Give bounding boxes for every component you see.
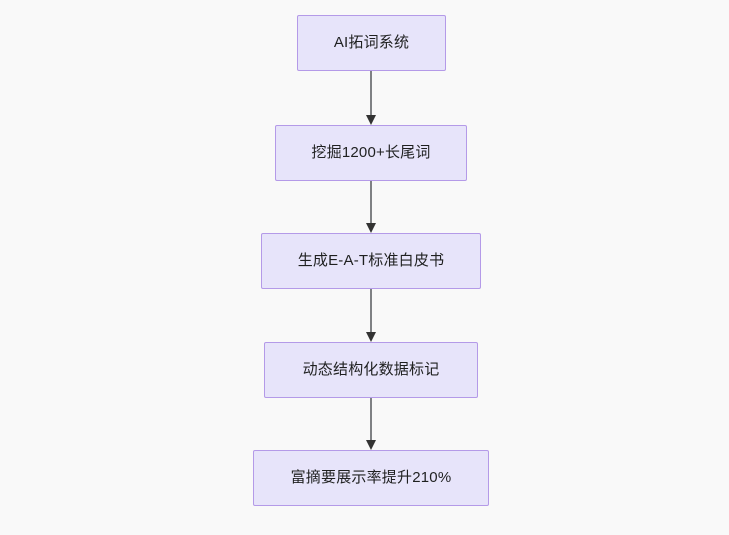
edge-node4-node5: [366, 396, 376, 450]
flow-node-label: AI拓词系统: [333, 34, 410, 52]
flow-node-rich-snippet-uplift[interactable]: 富摘要展示率提升210%: [253, 450, 489, 506]
flow-node-dynamic-structured-data-markup[interactable]: 动态结构化数据标记: [264, 342, 478, 398]
flow-node-label: 动态结构化数据标记: [302, 361, 440, 379]
edge-node3-node4: [366, 287, 376, 342]
arrowhead-icon: [366, 223, 376, 233]
flow-node-label: 生成E-A-T标准白皮书: [297, 252, 445, 270]
arrowhead-icon: [366, 332, 376, 342]
edge-node1-node2: [366, 69, 376, 125]
flow-node-label: 挖掘1200+长尾词: [311, 144, 431, 162]
arrowhead-icon: [366, 115, 376, 125]
flow-node-ai-keyword-system[interactable]: AI拓词系统: [297, 15, 446, 71]
flow-node-label: 富摘要展示率提升210%: [290, 469, 452, 487]
edge-node2-node3: [366, 179, 376, 233]
arrowhead-icon: [366, 440, 376, 450]
flow-node-mine-longtail-keywords[interactable]: 挖掘1200+长尾词: [275, 125, 467, 181]
flow-node-generate-eat-whitepaper[interactable]: 生成E-A-T标准白皮书: [261, 233, 481, 289]
